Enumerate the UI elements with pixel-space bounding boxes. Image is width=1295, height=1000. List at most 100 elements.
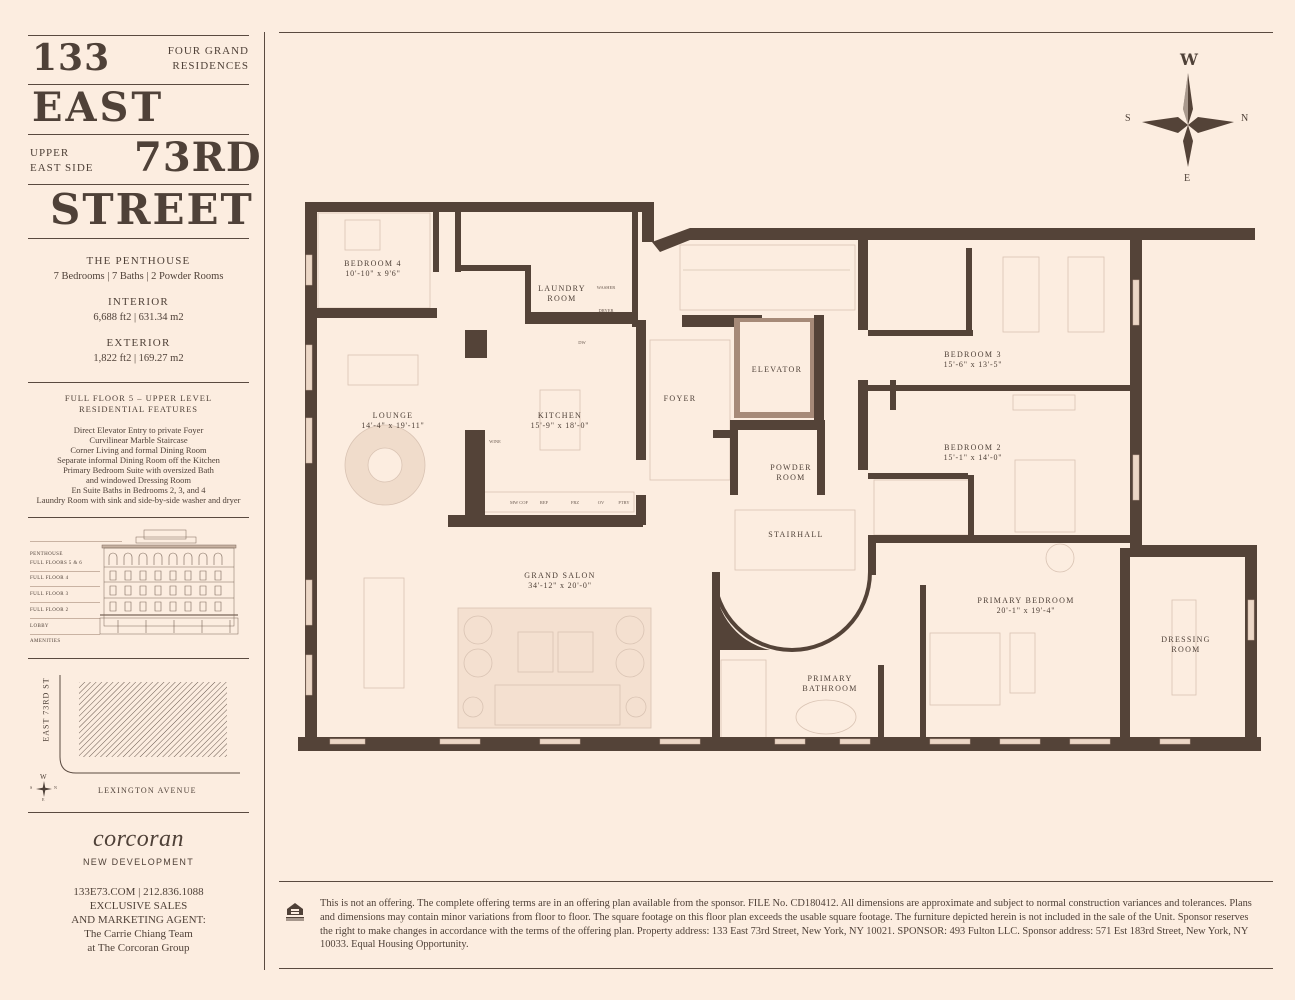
room-bedroom3-dims: 15'-6" x 13'-5" [944,360,1003,369]
features: FULL FLOOR 5 – UPPER LEVEL RESIDENTIAL F… [28,393,249,505]
level-label: FULL FLOOR 2 [30,608,69,613]
kitchen-appliance: MW COF [510,500,529,505]
compass-west: W [1180,50,1198,69]
features-heading-2: RESIDENTIAL FEATURES [78,404,199,414]
unit-rooms: 7 Bedrooms | 7 Baths | 2 Powder Rooms [53,271,224,282]
rule [30,634,100,635]
interior-value: 6,688 ft2 | 631.34 m2 [93,312,184,323]
room-lounge-label: LOUNGE [373,411,414,420]
room-bedroom2-label: BEDROOM 2 [944,443,1002,452]
room-grand-salon-dims: 34'-12" x 20'-0" [528,581,592,590]
compass-north: N [1241,113,1249,124]
rule [28,812,249,813]
corcoran-logo: corcoran [92,826,185,852]
building-elevation: PENTHOUSE FULL FLOORS 5 & 6 FULL FLOOR 4… [28,525,249,650]
rule [28,84,249,85]
role-line2: AND MARKETING AGENT: [71,914,206,926]
unit-name: THE PENTHOUSE [86,255,191,267]
kitchen-appliance: WINE [489,439,501,444]
feature-item: En Suite Baths in Bedrooms 2, 3, and 4 [71,485,206,495]
compass-rose: W S N E [1120,45,1260,190]
room-dressing-label-2: ROOM [1171,645,1200,654]
site-map: EAST 73RD ST LEXINGTON AVENUE W S N E [28,665,249,805]
rule [279,32,1273,33]
neighborhood-line2: EAST SIDE [30,162,94,174]
room-primary-bedroom-label: PRIMARY BEDROOM [977,596,1074,605]
feature-item: Corner Living and formal Dining Room [70,445,207,455]
room-primary-bath-label-2: BATHROOM [802,684,857,693]
feature-item: and windowed Dressing Room [85,475,192,485]
rule [30,602,100,603]
room-stairhall-label: STAIRHALL [768,530,824,539]
room-laundry-label-1: LAUNDRY [538,284,586,293]
feature-item: Direct Elevator Entry to private Foyer [73,425,204,435]
floor-plan: BEDROOM 4 10'-10" x 9'6" LAUNDRY ROOM WA… [298,202,1261,751]
mini-compass-n: N [54,785,57,790]
features-heading-1: FULL FLOOR 5 – UPPER LEVEL [64,393,213,403]
compass-rose-icon [1142,73,1234,167]
tagline-line1: FOUR GRAND [167,45,249,57]
room-dressing-label-1: DRESSING [1161,635,1211,644]
mini-compass-e: E [42,797,45,802]
equal-housing-opportunity-icon [284,900,306,922]
level-label: PENTHOUSE [30,552,63,557]
role-line1: EXCLUSIVE SALES [89,900,188,912]
rule [279,881,1273,882]
neighborhood: UPPER EAST SIDE [30,146,94,176]
compass-east: E [1184,173,1191,184]
mini-compass-w: W [40,773,47,781]
room-elevator-label: ELEVATOR [752,365,803,374]
kitchen-appliance: REF [540,500,549,505]
compass-south: S [1125,113,1131,124]
room-foyer-label: FOYER [664,394,697,403]
kitchen-appliance: OV [598,500,605,505]
feature-item: Separate informal Dining Room off the Ki… [57,455,220,465]
neighborhood-line1: UPPER [30,147,70,159]
unit-summary: THE PENTHOUSE 7 Bedrooms | 7 Baths | 2 P… [28,254,249,366]
feature-item: Primary Bedroom Suite with oversized Bat… [63,465,214,475]
level-label: FULL FLOORS 5 & 6 [30,561,83,566]
room-bedroom4-dims: 10'-10" x 9'6" [345,269,400,278]
washer-label: WASHER [597,285,616,290]
rule [30,571,100,572]
level-label: FULL FLOOR 4 [30,576,69,581]
room-primary-bath-label-1: PRIMARY [807,674,852,683]
side-street-label: EAST 73RD ST [41,677,51,742]
rule [30,541,122,542]
contact-info: 133E73.COM | 212.836.1088 [73,886,204,898]
kitchen-appliance: DW [578,340,586,345]
rule [279,968,1273,969]
address-east: EAST [32,84,165,131]
exterior-value: 1,822 ft2 | 169.27 m2 [93,353,184,364]
tagline: FOUR GRAND RESIDENCES [150,44,249,74]
room-powder-label-2: ROOM [776,473,805,482]
site-map-drawing [36,675,240,797]
room-kitchen-label: KITCHEN [538,411,582,420]
room-bedroom2-dims: 15'-1" x 14'-0" [944,453,1003,462]
feature-item: Curvilinear Marble Staircase [89,435,188,445]
room-laundry-label-2: ROOM [547,294,576,303]
rule [28,517,249,518]
rule [28,134,249,135]
rule [28,184,249,185]
room-grand-salon-label: GRAND SALON [524,571,595,580]
kitchen-appliance: PTRY [618,500,630,505]
mini-compass-s: S [30,785,33,790]
avenue-label: LEXINGTON AVENUE [98,786,197,795]
team-line2: at The Corcoran Group [87,942,190,954]
level-label: LOBBY [30,624,49,629]
mini-compass-icon [36,781,52,797]
room-powder-label-1: POWDER [770,463,812,472]
address-street-number: 73RD [134,134,262,181]
rule [28,238,249,239]
level-label: AMENITIES [30,639,61,644]
dryer-label: DRYER [598,308,613,313]
address-number: 133 [32,37,111,79]
room-lounge-dims: 14'-4" x 19'-11" [361,421,424,430]
room-primary-bedroom-dims: 20'-1" x 19'-4" [997,606,1056,615]
rule [30,586,100,587]
exterior-label: EXTERIOR [106,337,171,349]
kitchen-appliance: FRZ [571,500,580,505]
rule [28,35,249,36]
column-divider [264,32,265,970]
